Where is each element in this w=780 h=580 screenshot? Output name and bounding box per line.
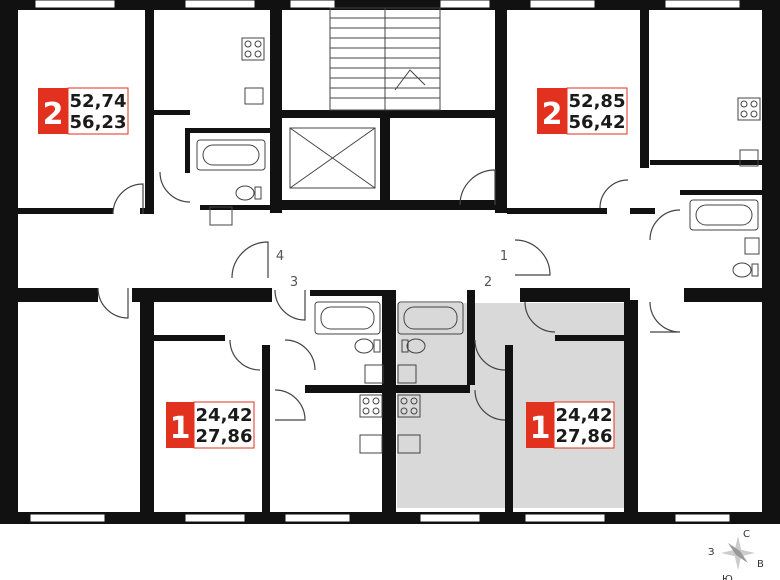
living-area: 24,42 (556, 405, 613, 426)
total-area: 27,86 (556, 426, 613, 447)
windows (29, 0, 741, 523)
toilet-icon (235, 185, 759, 354)
room-count: 1 (170, 411, 191, 446)
room-count: 1 (530, 411, 551, 446)
elevator-icon (289, 127, 376, 189)
apartment-badge-top-left: 2 52,74 56,23 (38, 87, 129, 135)
compass-south: Ю (722, 574, 733, 580)
interior-walls (18, 8, 765, 515)
living-area: 24,42 (196, 405, 253, 426)
compass-east: В (757, 559, 764, 570)
door-number-4: 4 (276, 249, 284, 264)
door-swings (97, 169, 681, 421)
door-number-2: 2 (484, 275, 492, 290)
total-area: 56,42 (569, 112, 626, 133)
total-area: 27,86 (196, 426, 253, 447)
stairs-icon (329, 7, 441, 111)
living-area: 52,85 (569, 91, 626, 112)
living-area: 52,74 (70, 91, 127, 112)
bathtub-icon (196, 139, 759, 335)
stove-icon (241, 37, 761, 418)
compass-icon: С В З Ю (708, 529, 764, 580)
sink-icon (209, 87, 760, 454)
compass-west: З (708, 547, 714, 558)
room-count: 2 (43, 97, 64, 132)
apartment-badge-bottom-left: 1 24,42 27,86 (166, 401, 255, 449)
apartment-badge-top-right: 2 52,85 56,42 (537, 87, 628, 135)
door-number-1: 1 (500, 249, 508, 264)
compass-north: С (743, 529, 750, 540)
apartment-badge-bottom-right: 1 24,42 27,86 (526, 401, 615, 449)
total-area: 56,23 (70, 112, 127, 133)
door-numbers: 1 2 3 4 (276, 249, 508, 290)
room-count: 2 (542, 97, 563, 132)
door-number-3: 3 (290, 275, 298, 290)
